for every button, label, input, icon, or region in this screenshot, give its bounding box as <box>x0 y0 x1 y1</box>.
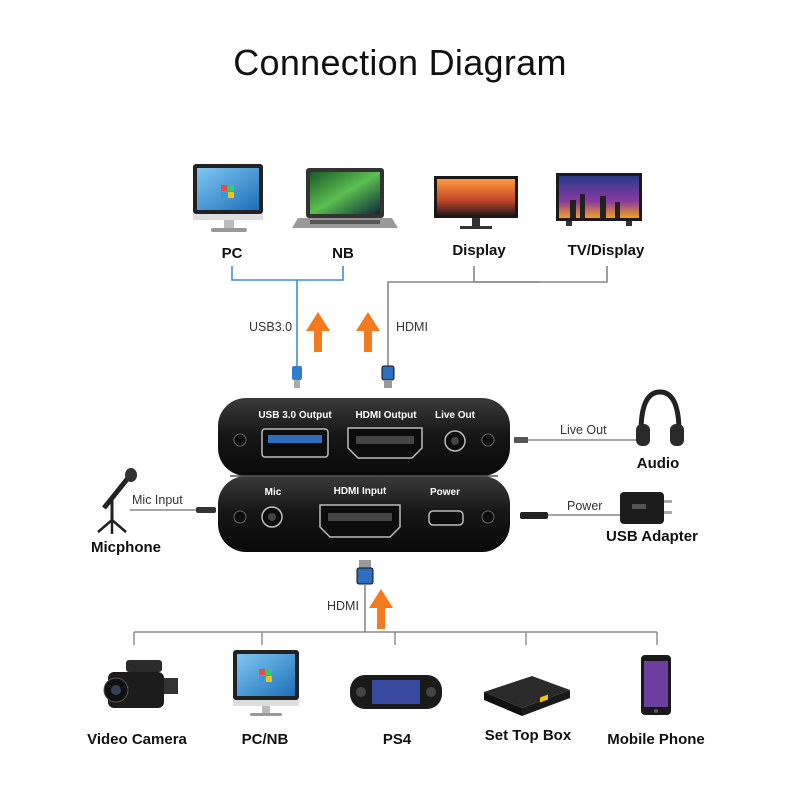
hdmi-in-link-label: HDMI <box>327 599 359 613</box>
hdmi-connector-icon <box>381 365 395 388</box>
mic-plug-icon <box>196 507 216 513</box>
display-monitor-icon <box>434 176 518 229</box>
upload-arrow-icon <box>306 312 393 629</box>
port-label-mic: Mic <box>264 487 282 498</box>
device-label-audio: Audio <box>636 455 680 472</box>
device-label-video-camera: Video Camera <box>87 731 187 748</box>
hdmi-out-connection-lines <box>387 266 608 367</box>
usb-power-adapter-icon <box>620 492 672 524</box>
live-out-link-label: Live Out <box>560 423 607 437</box>
notebook-icon <box>292 168 398 228</box>
handheld-console-icon <box>350 675 442 709</box>
hdmi-out-link-label: HDMI <box>396 320 428 334</box>
set-top-box-icon <box>484 676 570 716</box>
side-connection-lines <box>130 439 636 516</box>
micro-usb-plug-icon <box>520 512 548 519</box>
page-title: Connection Diagram <box>233 42 567 83</box>
port-label-hdmi-input: HDMI Input <box>333 486 387 497</box>
usb-connection-lines <box>231 266 344 367</box>
mic-input-link-label: Mic Input <box>132 493 183 507</box>
headphones-icon <box>636 389 684 446</box>
device-label-pc: PC <box>221 245 243 262</box>
device-label-nb: NB <box>332 245 354 262</box>
port-label-power: Power <box>429 487 460 498</box>
device-label-display: Display <box>452 242 506 259</box>
port-label-hdmi-output: HDMI Output <box>355 410 417 421</box>
hdmi-input-connector-icon <box>356 560 374 632</box>
device-label-tv-display: TV/Display <box>567 242 645 259</box>
audio-plug-icon <box>514 437 528 443</box>
port-label-live-out: Live Out <box>434 410 475 421</box>
usb-connector-icon <box>292 366 302 388</box>
pc-monitor-icon <box>193 164 263 232</box>
device-label-set-top-box: Set Top Box <box>484 727 572 744</box>
bottom-connection-lines <box>133 631 658 645</box>
device-label-usb-adapter: USB Adapter <box>606 528 698 545</box>
device-label-micphone: Micphone <box>91 539 161 556</box>
device-label-pc-nb: PC/NB <box>241 731 289 748</box>
pc-monitor-icon <box>233 650 299 716</box>
microphone-icon <box>97 468 137 534</box>
mobile-phone-icon <box>641 655 671 715</box>
device-label-ps4: PS4 <box>382 731 412 748</box>
usb-link-label: USB3.0 <box>249 320 293 334</box>
power-link-label: Power <box>567 499 603 513</box>
port-label-usb-output: USB 3.0 Output <box>258 410 332 421</box>
video-camera-icon <box>103 660 178 708</box>
tv-icon <box>556 173 642 226</box>
capture-card-device <box>218 398 510 552</box>
device-label-mobile-phone: Mobile Phone <box>607 731 705 748</box>
